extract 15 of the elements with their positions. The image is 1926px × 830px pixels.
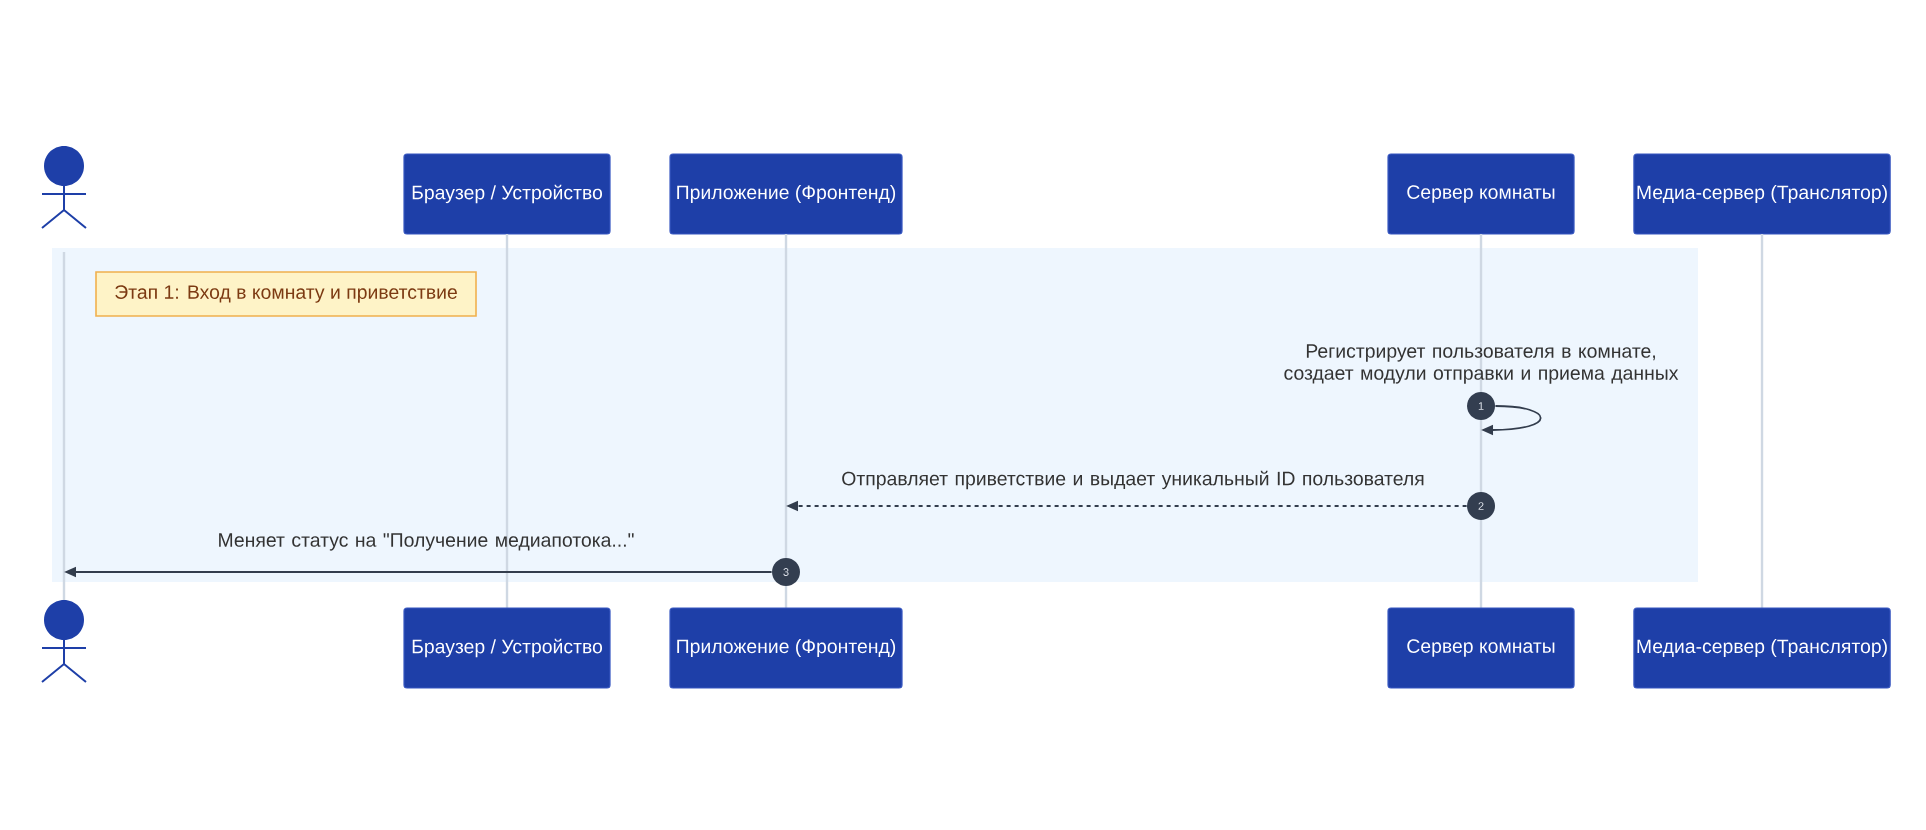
participant-box: Сервер комнаты: [1387, 607, 1575, 689]
message-label: Регистрирует пользователя в комнате, создает модули отправки и приема данных: [1284, 344, 1679, 384]
participant-box: Браузер / Устройство: [403, 153, 611, 235]
participant-box: Браузер / Устройство: [403, 607, 611, 689]
message-label: Меняет статус на "Получение медиапотока...": [219, 533, 634, 551]
actor-figure: [41, 146, 87, 229]
message-label: Отправляет приветствие и выдает уникальный ID пользователя: [842, 470, 1424, 490]
participant-box: Приложение (Фронтенд): [669, 153, 903, 235]
participant-box: Медиа-сервер (Транслятор): [1633, 607, 1891, 689]
participant-box: Медиа-сервер (Транслятор): [1633, 153, 1891, 235]
participant-box: Приложение (Фронтенд): [669, 607, 903, 689]
actor-figure: [41, 600, 87, 683]
participant-box: Сервер комнаты: [1387, 153, 1575, 235]
lifeline: [1760, 234, 1764, 608]
note-box: Этап 1: Вход в комнату и приветствие: [95, 271, 477, 317]
